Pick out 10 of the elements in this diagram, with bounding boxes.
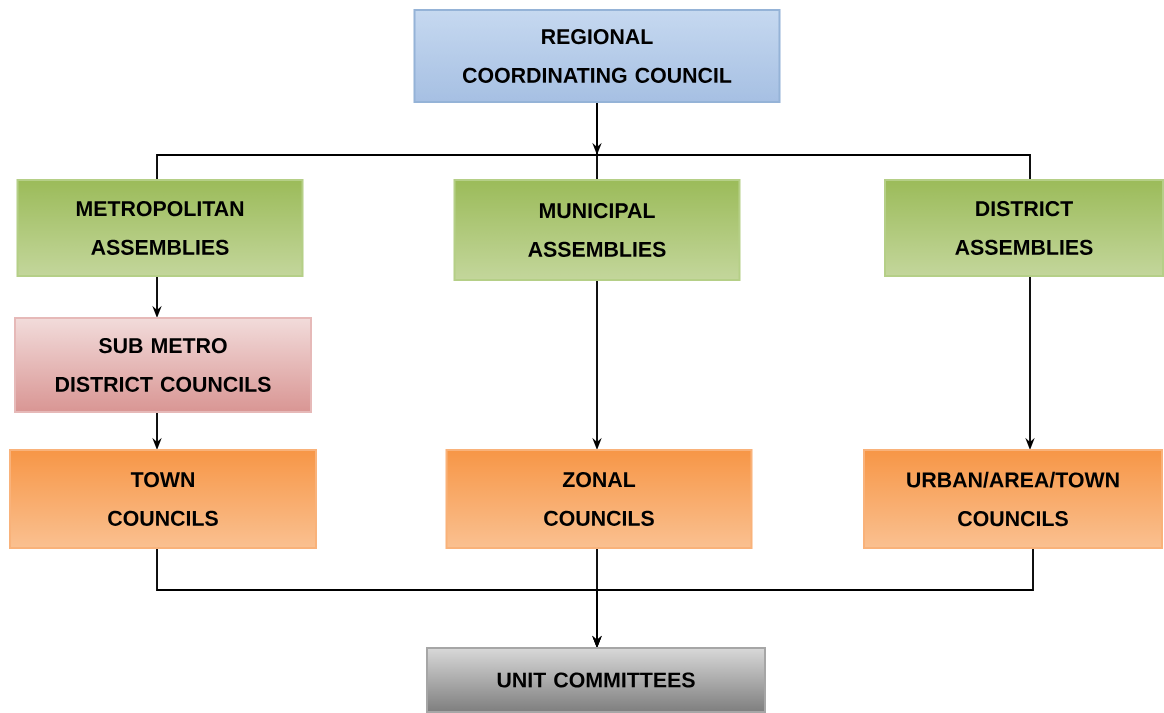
assembly-box: METROPOLITAN ASSEMBLIES xyxy=(16,179,304,277)
council-box: REGIONAL COORDINATING COUNCIL xyxy=(413,9,781,103)
assembly-box: MUNICIPAL ASSEMBLIES xyxy=(453,179,741,281)
council-box: URBAN/AREA/TOWN COUNCILS xyxy=(863,449,1163,549)
council-box: ZONAL COUNCILS xyxy=(445,449,753,549)
assembly-box: DISTRICT ASSEMBLIES xyxy=(884,179,1164,277)
connector-line xyxy=(596,101,1031,181)
council-box: SUB METRO DISTRICT COUNCILS xyxy=(14,317,312,413)
council-box: TOWN COUNCILS xyxy=(9,449,317,549)
committee-box: UNIT COMMITTEES xyxy=(426,647,766,713)
